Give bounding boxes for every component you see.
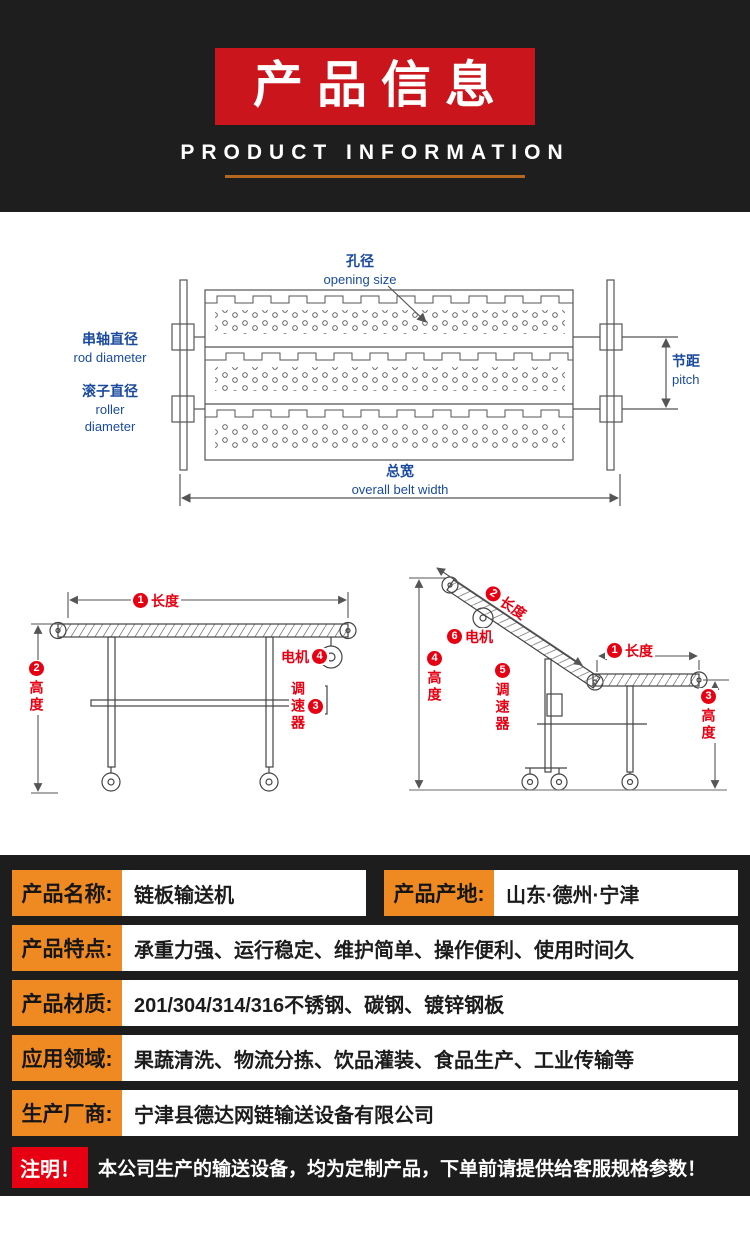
diagram-section: 孔径 opening size 串轴直径 rod diameter 滚子直径 r…: [0, 212, 750, 855]
footer-spacer: [0, 1196, 750, 1234]
conveyor-diagrams: 1 长度 2 高度 电机 4 调速器 3: [13, 562, 737, 822]
spec-value-manufacturer: 宁津县德达网链输送设备有限公司: [122, 1090, 738, 1136]
inclined-conveyor-drawing: [409, 567, 729, 791]
marker-text: 高度: [700, 708, 717, 742]
flat-conveyor-drawing: [31, 592, 357, 794]
spec-label-name: 产品名称:: [12, 870, 122, 916]
marker-text: 调速器: [290, 681, 306, 732]
label-roller-diameter: 滚子直径 roller diameter: [50, 382, 170, 436]
marker-text: 长度: [151, 592, 179, 609]
rod-diameter-en: rod diameter: [73, 349, 147, 365]
marker-number: 5: [495, 663, 510, 678]
marker-number: 1: [607, 643, 622, 658]
spec-row-manufacturer: 生产厂商: 宁津县德达网链输送设备有限公司: [12, 1090, 738, 1136]
pitch-cn: 节距: [672, 353, 700, 369]
roller-diameter-en1: roller: [95, 401, 125, 417]
marker-text: 长度: [625, 642, 653, 659]
marker-incline-left-height: 4 高度: [425, 650, 444, 705]
chain-plate-dimension-diagram: 孔径 opening size 串轴直径 rod diameter 滚子直径 r…: [20, 228, 730, 540]
marker-flat-motor: 电机 4: [279, 648, 329, 665]
spec-label-manufacturer: 生产厂商:: [12, 1090, 122, 1136]
marker-text: 电机: [281, 648, 309, 665]
note-label: 注明！: [12, 1146, 88, 1188]
label-pitch: 节距 pitch: [672, 352, 730, 388]
marker-flat-length: 1 长度: [131, 592, 181, 609]
rod-diameter-cn: 串轴直径: [82, 331, 138, 347]
spec-label-features: 产品特点:: [12, 925, 122, 971]
spec-cell-origin: 产品产地: 山东·德州·宁津: [384, 870, 738, 916]
marker-number: 1: [133, 593, 148, 608]
spec-value-application: 果蔬清洗、物流分拣、饮品灌装、食品生产、工业传输等: [122, 1035, 738, 1081]
spec-row-name-origin: 产品名称: 链板输送机 产品产地: 山东·德州·宁津: [12, 870, 738, 916]
marker-incline-right-height: 3 高度: [699, 688, 718, 743]
spec-value-features: 承重力强、运行稳定、维护简单、操作便利、使用时间久: [122, 925, 738, 971]
marker-incline-regulator: 5 调速器: [493, 662, 512, 734]
product-spec-table: 产品名称: 链板输送机 产品产地: 山东·德州·宁津 产品特点: 承重力强、运行…: [0, 855, 750, 1196]
marker-flat-height: 2 高度: [27, 660, 46, 715]
marker-number: 3: [308, 699, 323, 714]
roller-diameter-en2: diameter: [84, 419, 136, 435]
marker-incline-top-length: 1 长度: [605, 642, 655, 659]
marker-text: 高度: [426, 670, 443, 704]
marker-number: 6: [447, 629, 462, 644]
spec-cell-name: 产品名称: 链板输送机: [12, 870, 366, 916]
roller-diameter-cn: 滚子直径: [82, 383, 138, 399]
spec-row-features: 产品特点: 承重力强、运行稳定、维护简单、操作便利、使用时间久: [12, 925, 738, 971]
inclined-conveyor-diagram: 2 长度 6 电机 4 高度 5 调速器 1 长度: [397, 562, 737, 822]
spec-value-material: 201/304/314/316不锈钢、碳钢、镀锌钢板: [122, 980, 738, 1026]
marker-text: 电机: [465, 628, 493, 645]
spec-label-origin: 产品产地:: [384, 870, 494, 916]
note-row: 注明！ 本公司生产的输送设备，均为定制产品，下单前请提供给客服规格参数！: [12, 1146, 738, 1188]
spec-row-material: 产品材质: 201/304/314/316不锈钢、碳钢、镀锌钢板: [12, 980, 738, 1026]
opening-size-en: opening size: [323, 271, 397, 287]
overall-width-en: overall belt width: [351, 481, 449, 497]
marker-flat-regulator: 调速器 3: [289, 680, 325, 733]
marker-text: 高度: [28, 680, 45, 714]
spec-value-name: 链板输送机: [122, 870, 366, 916]
product-info-title-banner: 产品信息: [215, 48, 535, 125]
header: 产品信息 PRODUCT INFORMATION: [0, 0, 750, 212]
pitch-en: pitch: [672, 371, 700, 387]
marker-number: 4: [427, 651, 442, 666]
opening-size-cn: 孔径: [346, 253, 374, 269]
page-title: 产品信息: [253, 57, 509, 113]
chain-plate-drawing: [171, 279, 678, 506]
subtitle-underline: [225, 175, 525, 178]
label-rod-diameter: 串轴直径 rod diameter: [50, 330, 170, 366]
spec-label-material: 产品材质:: [12, 980, 122, 1026]
marker-number: 2: [29, 661, 44, 676]
spec-label-application: 应用领域:: [12, 1035, 122, 1081]
note-text: 本公司生产的输送设备，均为定制产品，下单前请提供给客服规格参数！: [98, 1158, 707, 1180]
marker-number: 4: [312, 649, 327, 664]
flat-conveyor-diagram: 1 长度 2 高度 电机 4 调速器 3: [13, 562, 373, 812]
marker-incline-motor: 6 电机: [445, 628, 495, 645]
marker-text: 调速器: [494, 682, 511, 733]
label-overall-width: 总宽 overall belt width: [250, 462, 550, 498]
page-subtitle: PRODUCT INFORMATION: [180, 141, 570, 164]
label-opening-size: 孔径 opening size: [275, 252, 445, 288]
spec-row-application: 应用领域: 果蔬清洗、物流分拣、饮品灌装、食品生产、工业传输等: [12, 1035, 738, 1081]
overall-width-cn: 总宽: [386, 463, 414, 479]
marker-number: 3: [701, 689, 716, 704]
spec-value-origin: 山东·德州·宁津: [494, 870, 738, 916]
